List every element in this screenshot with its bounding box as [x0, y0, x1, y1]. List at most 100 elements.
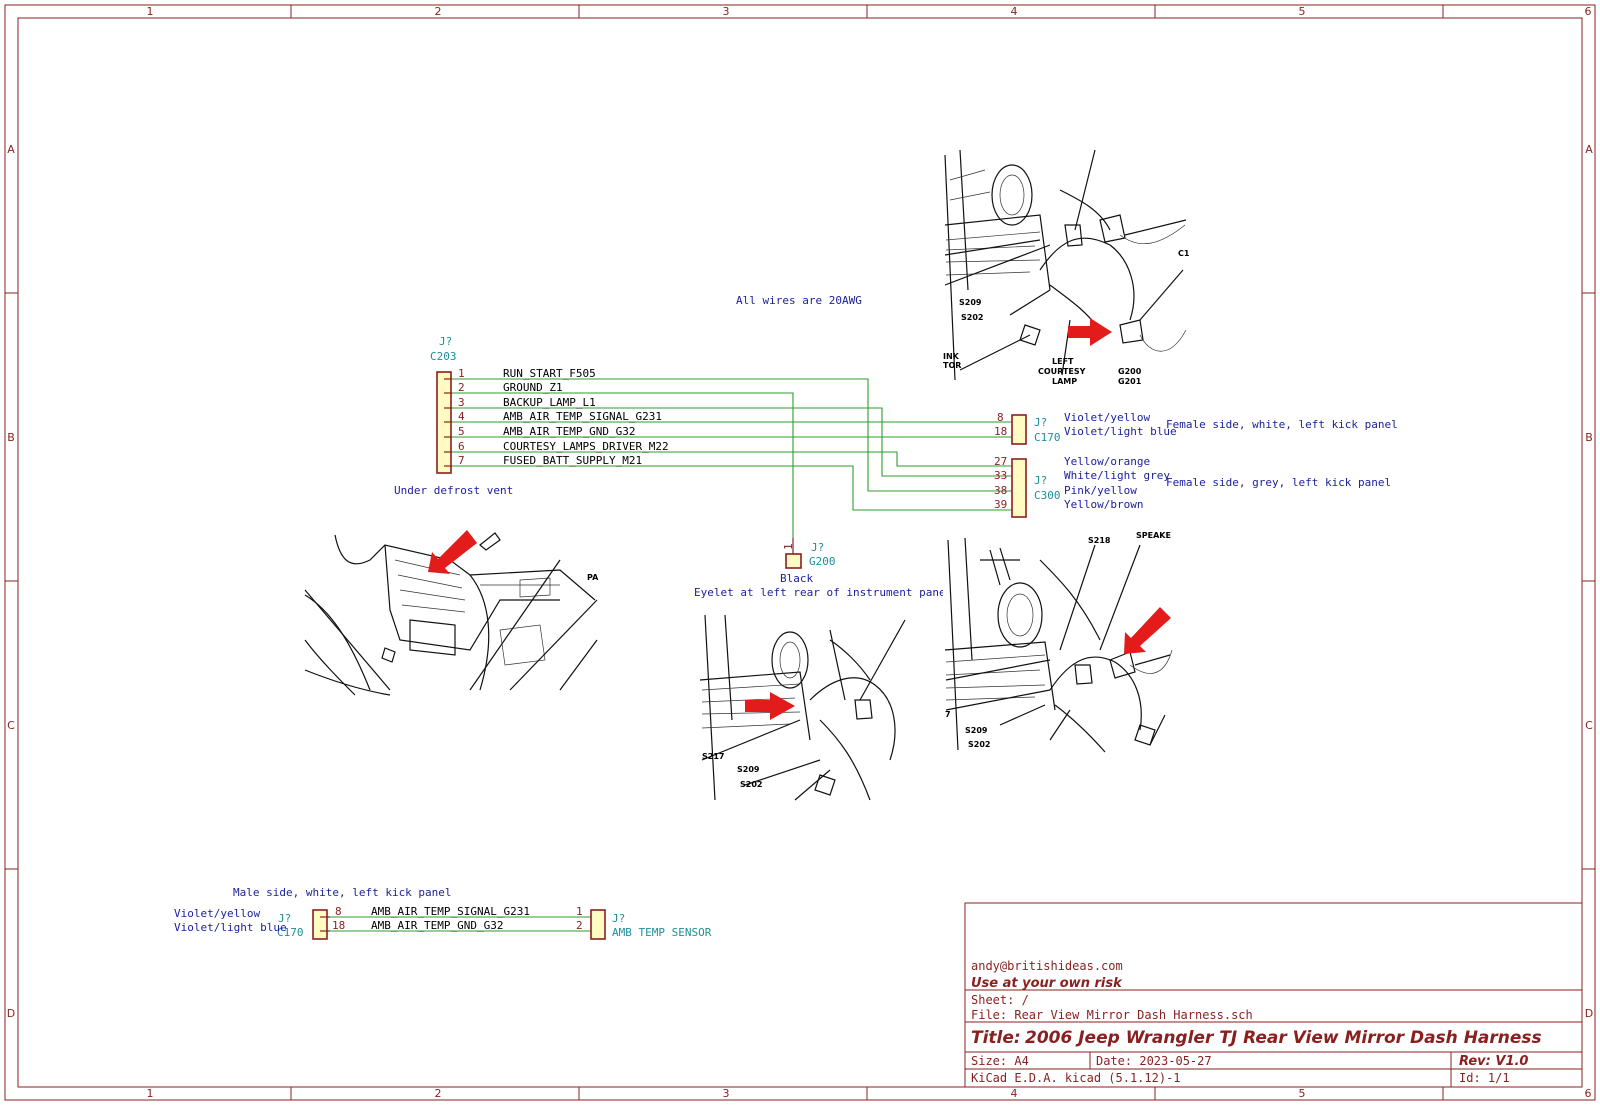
net-label-fused-batt: FUSED_BATT_SUPPLY_M21 [503, 454, 642, 467]
g200-ref: J? [811, 541, 824, 554]
connector-c203[interactable]: J? C203 1 2 3 4 5 6 7 RUN_START_F505 GRO… [430, 335, 669, 474]
photo-br-label-s202: S202 [968, 740, 990, 749]
net-label-ground: GROUND_Z1 [503, 381, 563, 394]
photo-tr-label-courtesy: COURTESY [1038, 367, 1086, 376]
photo-tr-label-s209: S209 [959, 298, 982, 307]
c300-value: C300 [1034, 489, 1061, 502]
g200-pin-1: 1 [782, 543, 795, 550]
net-label-amb-signal: AMB_AIR_TEMP_SIGNAL_G231 [503, 410, 662, 423]
c300-body [1011, 458, 1027, 518]
row-label-a-right: A [1585, 143, 1593, 156]
c203-pin-4: 4 [458, 410, 465, 423]
tb-comment: Use at your own risk [971, 976, 1123, 991]
tb-file: File: Rear View Mirror Dash Harness.sch [971, 1008, 1253, 1022]
photo-tr-label-tor: TOR [943, 361, 961, 370]
note-under-defrost: Under defrost vent [394, 484, 513, 497]
c170-male-color-8: Violet/yellow [174, 907, 260, 920]
tb-id: Id: 1/1 [1459, 1071, 1510, 1085]
c170-male-pin-18: 18 [332, 919, 345, 932]
c170-female-value: C170 [1034, 431, 1061, 444]
tb-title: 2006 Jeep Wrangler TJ Rear View Mirror D… [1025, 1028, 1542, 1048]
c203-value: C203 [430, 350, 457, 363]
connector-c170-male[interactable]: 8 18 J? C170 Violet/yellow Violet/light … [174, 905, 530, 940]
sensor-ref: J? [612, 912, 625, 925]
c300-pin-33: 33 [994, 469, 1007, 482]
note-wire-gauge: All wires are 20AWG [736, 294, 862, 307]
sensor-pin-1: 1 [576, 905, 583, 918]
photo-tr-label-s202: S202 [961, 313, 983, 322]
reference-photo-left: PA [304, 525, 599, 696]
c170-female-color-8: Violet/yellow [1064, 411, 1150, 424]
c203-pin-2: 2 [458, 381, 465, 394]
photo-mid-label-s217: S217 [702, 752, 724, 761]
c170-female-pin-18: 18 [994, 425, 1007, 438]
tb-sheet: Sheet: / [971, 993, 1029, 1007]
row-label-c: C [7, 719, 15, 732]
col-label-6: 6 [1585, 5, 1592, 18]
c203-ref: J? [439, 335, 452, 348]
c300-pin-27: 27 [994, 455, 1007, 468]
col-label-5: 5 [1299, 5, 1306, 18]
net-label-amb-gnd: AMB_AIR_TEMP_GND_G32 [503, 425, 635, 438]
connector-g200[interactable]: 1 J? G200 Black [780, 538, 836, 585]
sensor-pin-2: 2 [576, 919, 583, 932]
c170-male-pin-8: 8 [335, 905, 342, 918]
reference-photo-top-right: C1 S209 S202 INK TOR LEFT COURTESY LAMP … [941, 149, 1190, 386]
net-label-backup-lamp: BACKUP_LAMP_L1 [503, 396, 596, 409]
photo-tr-label-left: LEFT [1052, 357, 1074, 366]
c203-pin-7: 7 [458, 454, 465, 467]
photo-tr-label-lamp: LAMP [1052, 377, 1077, 386]
c170-male-value: C170 [277, 926, 304, 939]
sensor-value: AMB TEMP SENSOR [612, 926, 712, 939]
c170-male-color-18: Violet/light blue [174, 921, 287, 934]
row-label-d: D [7, 1007, 15, 1020]
c203-pin-3: 3 [458, 396, 465, 409]
c300-color-39: Yellow/brown [1064, 498, 1143, 511]
connector-amb-temp-sensor[interactable]: 1 2 J? AMB TEMP SENSOR [576, 905, 712, 940]
row-label-c-right: C [1585, 719, 1593, 732]
col-label-2: 2 [435, 5, 442, 18]
c203-pin-1: 1 [458, 367, 465, 380]
sheet-border: 1 2 3 4 5 6 1 2 3 4 5 6 A B C D A B C D [4, 4, 1596, 1101]
c203-pins [444, 378, 452, 467]
c170-male-body [312, 909, 328, 940]
row-label-a: A [7, 143, 15, 156]
title-block: andy@britishideas.com Use at your own ri… [964, 902, 1583, 1088]
c170-female-pin-8: 8 [997, 411, 1004, 424]
note-c300-side: Female side, grey, left kick panel [1166, 476, 1391, 489]
photo-tr-label-g200: G200 [1118, 367, 1142, 376]
c300-color-27: Yellow/orange [1064, 455, 1150, 468]
net-label-run-start: RUN_START_F505 [503, 367, 596, 380]
tb-date: Date: 2023-05-27 [1096, 1054, 1212, 1068]
tb-company: andy@britishideas.com [971, 959, 1123, 973]
g200-body [785, 553, 802, 569]
tb-size: Size: A4 [971, 1054, 1029, 1068]
col-label-3: 3 [723, 5, 730, 18]
col-label-3-bottom: 3 [723, 1087, 730, 1100]
col-label-1-bottom: 1 [147, 1087, 154, 1100]
g200-value: G200 [809, 555, 836, 568]
note-c170-female-side: Female side, white, left kick panel [1166, 418, 1398, 431]
net-label-courtesy: COURTESY_LAMPS_DRIVER_M22 [503, 440, 669, 453]
tb-tool: KiCad E.D.A. kicad (5.1.12)-1 [971, 1071, 1181, 1085]
reference-photo-middle: S217 S209 S202 [698, 612, 906, 802]
c300-color-33: White/light grey [1064, 469, 1170, 482]
c203-pin-6: 6 [458, 440, 465, 453]
connector-c300[interactable]: 27 33 38 39 J? C300 Yellow/orange White/… [994, 455, 1170, 518]
row-label-b-right: B [1585, 431, 1593, 444]
net-label-amb-signal-lower: AMB_AIR_TEMP_SIGNAL_G231 [371, 905, 530, 918]
connector-c170-female[interactable]: 8 18 J? C170 Violet/yellow Violet/light … [994, 411, 1177, 445]
note-eyelet: Eyelet at left rear of instrument panel [694, 586, 952, 599]
g200-color: Black [780, 572, 813, 585]
reference-photo-bottom-right: S218 SPEAKE S209 S202 7 [943, 531, 1175, 753]
photo-br-label-7: 7 [945, 710, 951, 719]
photo-tr-label-c1: C1 [1178, 249, 1190, 258]
c300-color-38: Pink/yellow [1064, 484, 1137, 497]
c170-female-color-18: Violet/light blue [1064, 425, 1177, 438]
note-male-side: Male side, white, left kick panel [233, 886, 452, 899]
c203-pin-5: 5 [458, 425, 465, 438]
col-label-4: 4 [1011, 5, 1018, 18]
photo-mid-label-s202: S202 [740, 780, 762, 789]
col-label-4-bottom: 4 [1011, 1087, 1018, 1100]
